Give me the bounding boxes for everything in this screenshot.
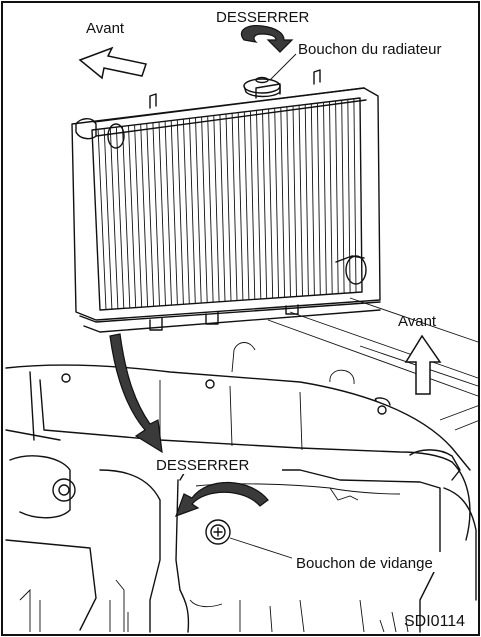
drain-plug: [205, 519, 231, 545]
avant-right-label: Avant: [398, 313, 437, 330]
drain-plug-leader: [229, 537, 299, 561]
radiator-cap-leader: [269, 53, 297, 81]
avant-top-label: Avant: [86, 20, 125, 37]
down-arrow: [109, 333, 163, 454]
front-arrow-up: [404, 334, 442, 395]
radiator-drawing: [71, 69, 381, 333]
desserrer-bottom-label: DESSERRER: [156, 457, 250, 474]
drain-plug-label: Bouchon de vidange: [296, 555, 433, 572]
loosen-arrow-top: [240, 25, 294, 53]
desserrer-top-label: DESSERRER: [216, 9, 310, 26]
front-arrow-up-left: [78, 46, 147, 80]
radiator-cap-label: Bouchon du radiateur: [298, 41, 441, 58]
loosen-arrow-bottom: [174, 481, 269, 518]
figure-reference: SDI0114: [404, 613, 465, 630]
radiator-cap: [243, 76, 281, 98]
